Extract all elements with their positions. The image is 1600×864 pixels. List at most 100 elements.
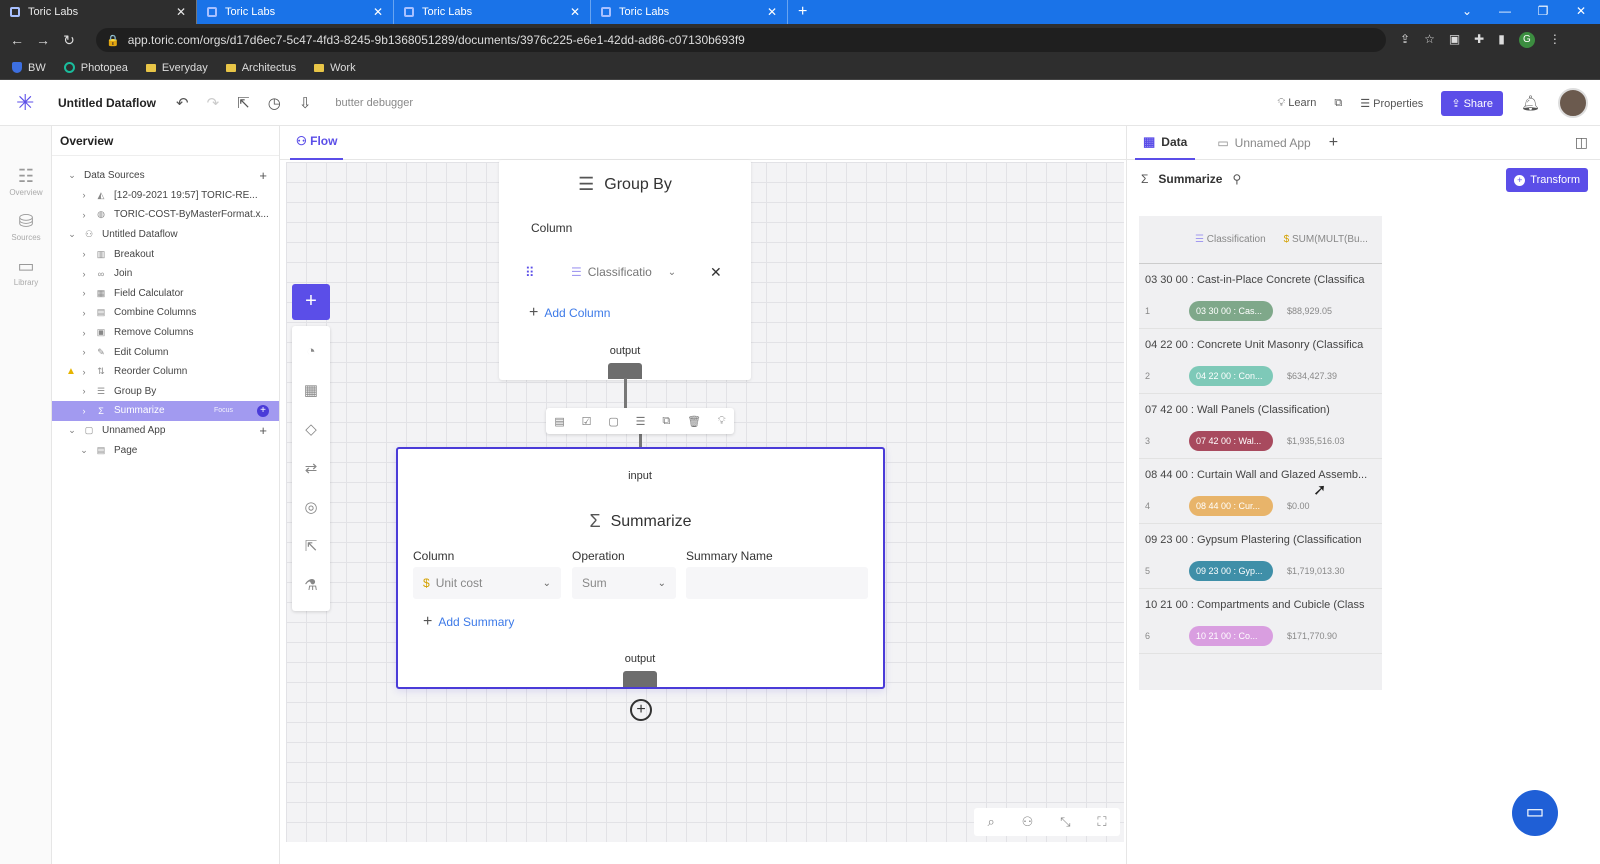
document-title[interactable]: Untitled Dataflow xyxy=(58,95,156,110)
chat-support-button[interactable]: ▭ xyxy=(1512,790,1558,836)
browser-tab[interactable]: Toric Labs✕ xyxy=(591,0,788,24)
drag-handle-icon[interactable]: ⠿ xyxy=(525,265,535,280)
auto-layout-icon[interactable]: ⚇ xyxy=(1021,814,1034,829)
add-app-icon[interactable]: + xyxy=(259,423,267,439)
add-next-node-button[interactable]: + xyxy=(630,699,652,721)
avatar[interactable] xyxy=(1558,88,1588,118)
comment-icon[interactable]: ▢ xyxy=(608,415,619,428)
chevron-right-icon[interactable]: › xyxy=(82,405,86,416)
restore-icon[interactable]: ❐ xyxy=(1537,4,1549,18)
debugger-label[interactable]: butter debugger xyxy=(335,96,414,109)
tab-unnamed-app[interactable]: ▭Unnamed App xyxy=(1209,126,1318,160)
reload-icon[interactable]: ↻ xyxy=(63,31,75,48)
rail-item-overview[interactable]: ☷ Overview xyxy=(0,166,52,197)
history-icon[interactable]: ◷ xyxy=(267,94,281,112)
remove-column-icon[interactable]: ✕ xyxy=(710,264,722,280)
share-button[interactable]: ⇪ Share xyxy=(1441,90,1503,116)
chevron-right-icon[interactable]: › xyxy=(82,327,86,338)
zoom-fit-icon[interactable]: ⌕ xyxy=(987,814,995,829)
transform-tool-icon[interactable]: ⇄ xyxy=(304,460,318,477)
chevron-right-icon[interactable]: › xyxy=(82,209,86,220)
close-window-icon[interactable]: ✕ xyxy=(1575,4,1587,18)
rail-item-sources[interactable]: ⛁ Sources xyxy=(0,211,52,242)
add-column-button[interactable]: + Add Column xyxy=(529,304,610,322)
summarize-node[interactable]: input Σ Summarize Column Operation Summa… xyxy=(396,447,885,689)
add-node-icon[interactable]: + xyxy=(257,404,269,417)
chevron-down-icon[interactable]: ⌄ xyxy=(68,229,76,240)
output-port[interactable] xyxy=(623,671,657,687)
tree-item-join[interactable]: ›∞Join xyxy=(52,264,279,284)
tab-search-icon[interactable]: ⌄ xyxy=(1461,4,1473,18)
summary-name-input[interactable] xyxy=(686,567,868,599)
properties-button[interactable]: ☰ Properties xyxy=(1360,97,1423,110)
share-page-icon[interactable]: ⇪ xyxy=(1400,32,1411,46)
table-row[interactable]: 09 23 00 : Gypsum Plastering (Classifica… xyxy=(1139,524,1382,589)
tree-item-group-by[interactable]: ›☰Group By xyxy=(52,382,279,402)
chevron-down-icon[interactable]: ⌄ xyxy=(68,170,76,181)
column-header[interactable]: $ SUM(MULT(Bu... xyxy=(1284,234,1368,245)
chevron-right-icon[interactable]: › xyxy=(82,386,86,397)
chevron-right-icon[interactable]: › xyxy=(82,190,86,201)
bookmark-bw[interactable]: BW xyxy=(12,62,46,74)
close-tab-icon[interactable]: ✕ xyxy=(175,5,186,19)
extension-shield-icon[interactable]: ▣ xyxy=(1448,32,1461,46)
add-tab-icon[interactable]: + xyxy=(1328,133,1339,151)
bookmark-everyday[interactable]: Everyday xyxy=(145,62,208,74)
url-field[interactable]: 🔒 app.toric.com/orgs/d17d6ec7-5c47-4fd3-… xyxy=(96,28,1386,52)
table-row[interactable]: 10 21 00 : Compartments and Cubicle (Cla… xyxy=(1139,589,1382,654)
export-icon[interactable]: ⇱ xyxy=(237,94,250,112)
bookmark-star-icon[interactable]: ☆ xyxy=(1424,32,1435,46)
data-table[interactable]: ☰ Classification $ SUM(MULT(Bu... 03 30 … xyxy=(1139,216,1382,690)
tree-item-app[interactable]: ⌄▢Unnamed App+ xyxy=(52,421,279,441)
sidepanel-icon[interactable]: ▮ xyxy=(1498,32,1505,46)
chart-tool-icon[interactable]: ◎ xyxy=(304,499,318,516)
focus-tag[interactable]: Focus xyxy=(213,407,233,415)
rail-item-library[interactable]: ▭ Library xyxy=(0,256,52,287)
export-tool-icon[interactable]: ⇱ xyxy=(304,538,318,555)
table-row[interactable]: 03 30 00 : Cast-in-Place Concrete (Class… xyxy=(1139,264,1382,329)
puzzle-icon[interactable]: ✚ xyxy=(1474,32,1485,46)
toric-logo-icon[interactable]: ✳ xyxy=(16,89,35,115)
menu-dots-icon[interactable]: ⋮ xyxy=(1548,32,1561,46)
chevron-right-icon[interactable]: › xyxy=(82,249,86,260)
split-view-icon[interactable]: ◫ xyxy=(1574,134,1588,150)
tab-flow[interactable]: ⚇ Flow xyxy=(290,126,344,160)
lab-tool-icon[interactable]: ⚗ xyxy=(304,577,318,594)
settings-sliders-icon[interactable]: ☰ xyxy=(635,415,646,428)
chevron-right-icon[interactable]: › xyxy=(82,268,86,279)
tree-item-breakout[interactable]: ›▥Breakout xyxy=(52,244,279,264)
browser-tab[interactable]: Toric Labs✕ xyxy=(197,0,394,24)
preview-icon[interactable]: ▤ xyxy=(554,415,565,428)
profile-icon[interactable]: G xyxy=(1518,32,1535,48)
chevron-right-icon[interactable]: › xyxy=(82,307,86,318)
bookmark-work[interactable]: Work xyxy=(314,62,356,74)
chevron-right-icon[interactable]: › xyxy=(82,347,86,358)
table-row[interactable]: 04 22 00 : Concrete Unit Masonry (Classi… xyxy=(1139,329,1382,394)
column-header[interactable]: ☰ Classification xyxy=(1195,234,1266,245)
tree-item-source[interactable]: ›◍TORIC-COST-ByMasterFormat.x... xyxy=(52,205,279,225)
download-icon[interactable]: ⇩ xyxy=(298,94,312,112)
table-tool-icon[interactable]: ▦ xyxy=(303,382,319,399)
table-row[interactable]: 07 42 00 : Wall Panels (Classification)3… xyxy=(1139,394,1382,459)
add-summary-button[interactable]: + Add Summary xyxy=(423,613,514,631)
duplicate-icon[interactable]: ⧉ xyxy=(662,414,671,427)
tree-item-remove-columns[interactable]: ›▣Remove Columns xyxy=(52,323,279,343)
tree-item-field-calculator[interactable]: ›▦Field Calculator xyxy=(52,284,279,304)
fullscreen-icon[interactable]: ⛶ xyxy=(1097,814,1107,829)
tree-item-data-sources[interactable]: ⌄Data Sources+ xyxy=(52,166,279,186)
chevron-down-icon[interactable]: ⌄ xyxy=(68,425,76,436)
browser-tab[interactable]: Toric Labs✕ xyxy=(394,0,591,24)
chevron-down-icon[interactable]: ⌄ xyxy=(80,444,88,455)
new-tab-icon[interactable]: + xyxy=(798,3,808,20)
connection-edge[interactable] xyxy=(639,432,642,450)
tree-item-source[interactable]: ›◭[12-09-2021 19:57] TORIC-RE... xyxy=(52,186,279,206)
tree-item-page[interactable]: ⌄▤Page xyxy=(52,440,279,460)
forward-icon[interactable]: → xyxy=(36,32,50,48)
add-node-button[interactable]: + xyxy=(292,284,330,320)
close-tab-icon[interactable]: ✕ xyxy=(766,5,777,19)
bookmark-photopea[interactable]: Photopea xyxy=(63,62,128,74)
tree-item-combine-columns[interactable]: ›▤Combine Columns xyxy=(52,303,279,323)
operation-select[interactable]: Sum ⌄ xyxy=(572,567,676,599)
bell-icon[interactable]: 🔔︎ xyxy=(1520,95,1540,112)
close-tab-icon[interactable]: ✕ xyxy=(569,5,580,19)
